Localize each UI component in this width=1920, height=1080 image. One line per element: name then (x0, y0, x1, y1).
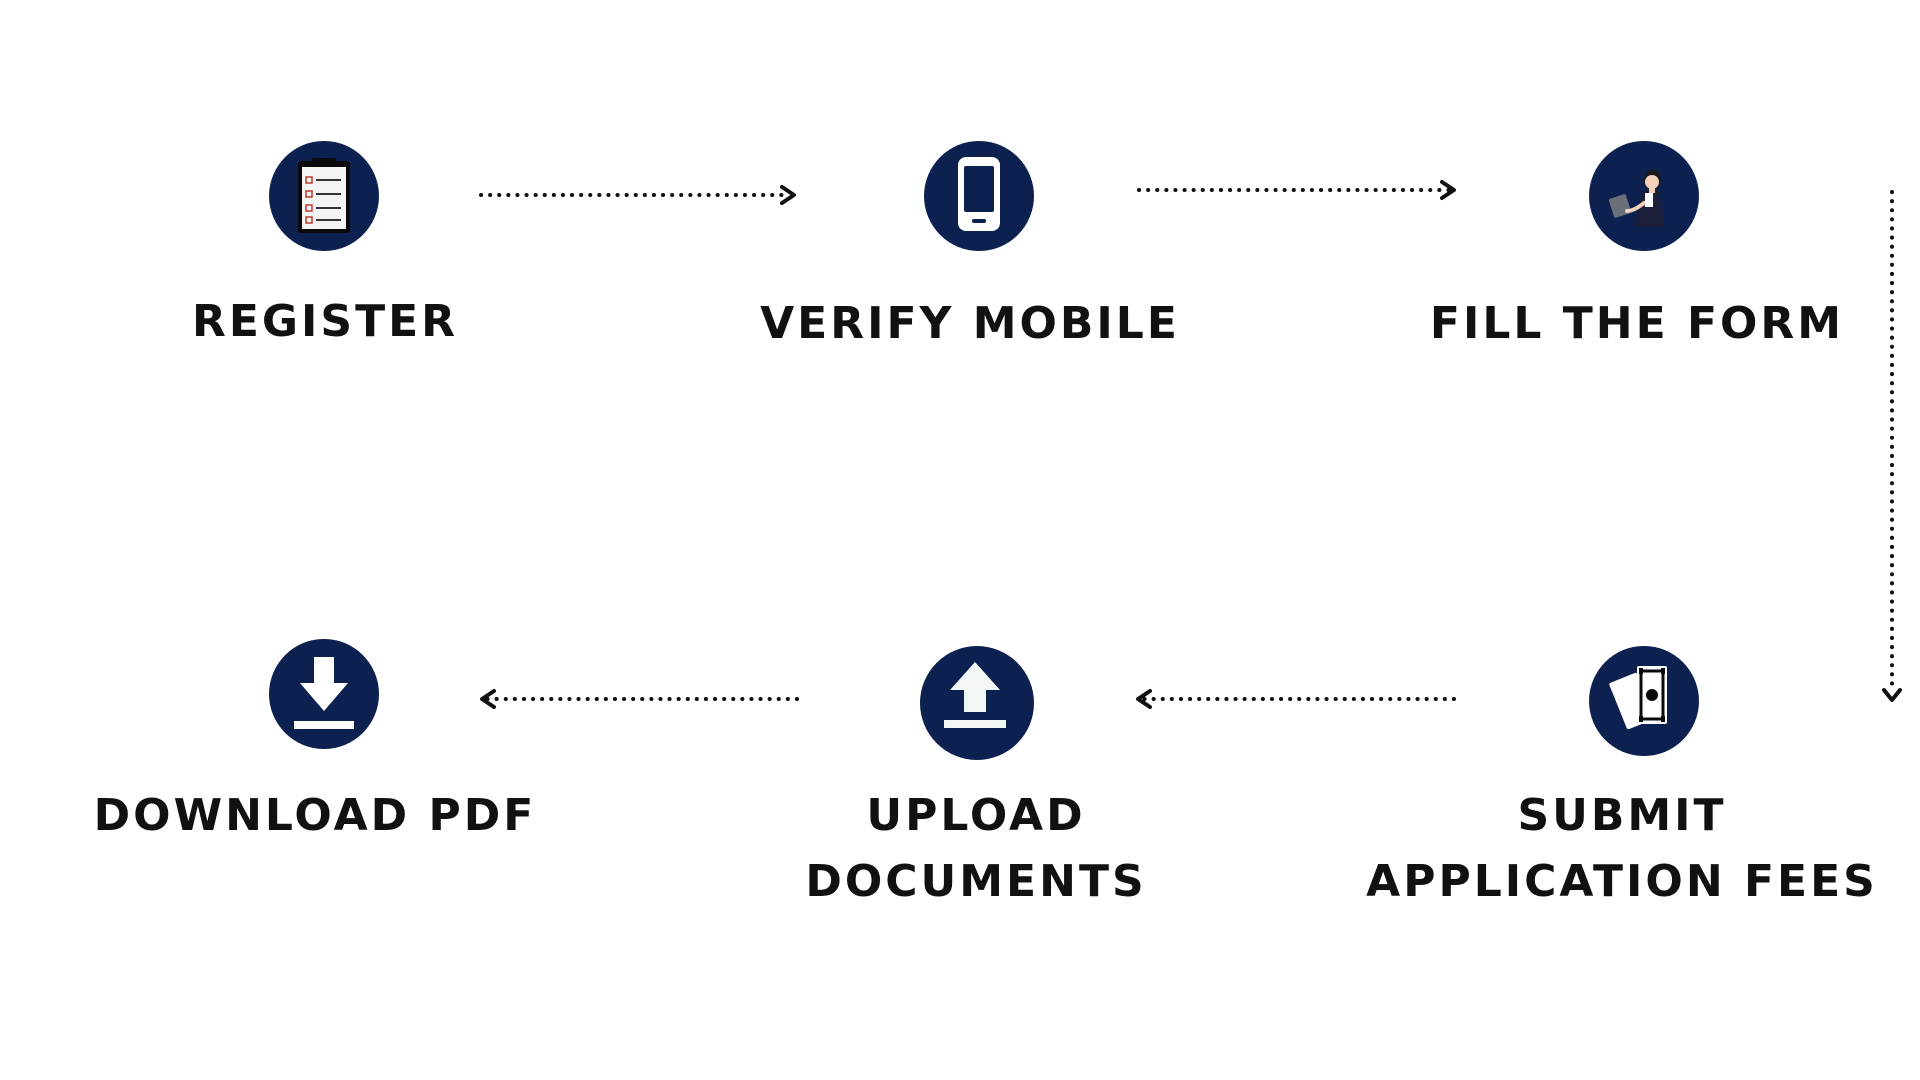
register-step-circle (269, 141, 379, 251)
arrow-upload-to-download (480, 689, 799, 709)
arrow-verify-to-form (1137, 180, 1456, 200)
submit-fees-label: SUBMIT APPLICATION FEES (1366, 790, 1878, 907)
upload-documents-step-circle (920, 646, 1034, 760)
upload-icon (944, 662, 1006, 728)
arrow-form-to-fees (1882, 190, 1902, 702)
verify-mobile-label: VERIFY MOBILE (760, 298, 1180, 349)
fill-form-step-circle (1589, 141, 1699, 251)
cash-payment-icon (1609, 666, 1667, 730)
smartphone-icon (958, 157, 1000, 231)
fill-form-label: FILL THE FORM (1429, 298, 1845, 349)
download-icon (294, 657, 354, 729)
submit-fees-step-circle (1589, 646, 1699, 756)
arrow-register-to-verify (479, 185, 796, 205)
verify-mobile-step-circle (924, 141, 1034, 251)
arrow-fees-to-upload (1136, 689, 1456, 709)
download-pdf-label: DOWNLOAD PDF (93, 790, 537, 841)
register-label: REGISTER (191, 296, 459, 347)
person-laptop-icon (1608, 170, 1665, 227)
upload-documents-label: UPLOAD DOCUMENTS (805, 790, 1147, 907)
clipboard-checklist-icon (298, 158, 350, 233)
download-pdf-step-circle (269, 639, 379, 749)
